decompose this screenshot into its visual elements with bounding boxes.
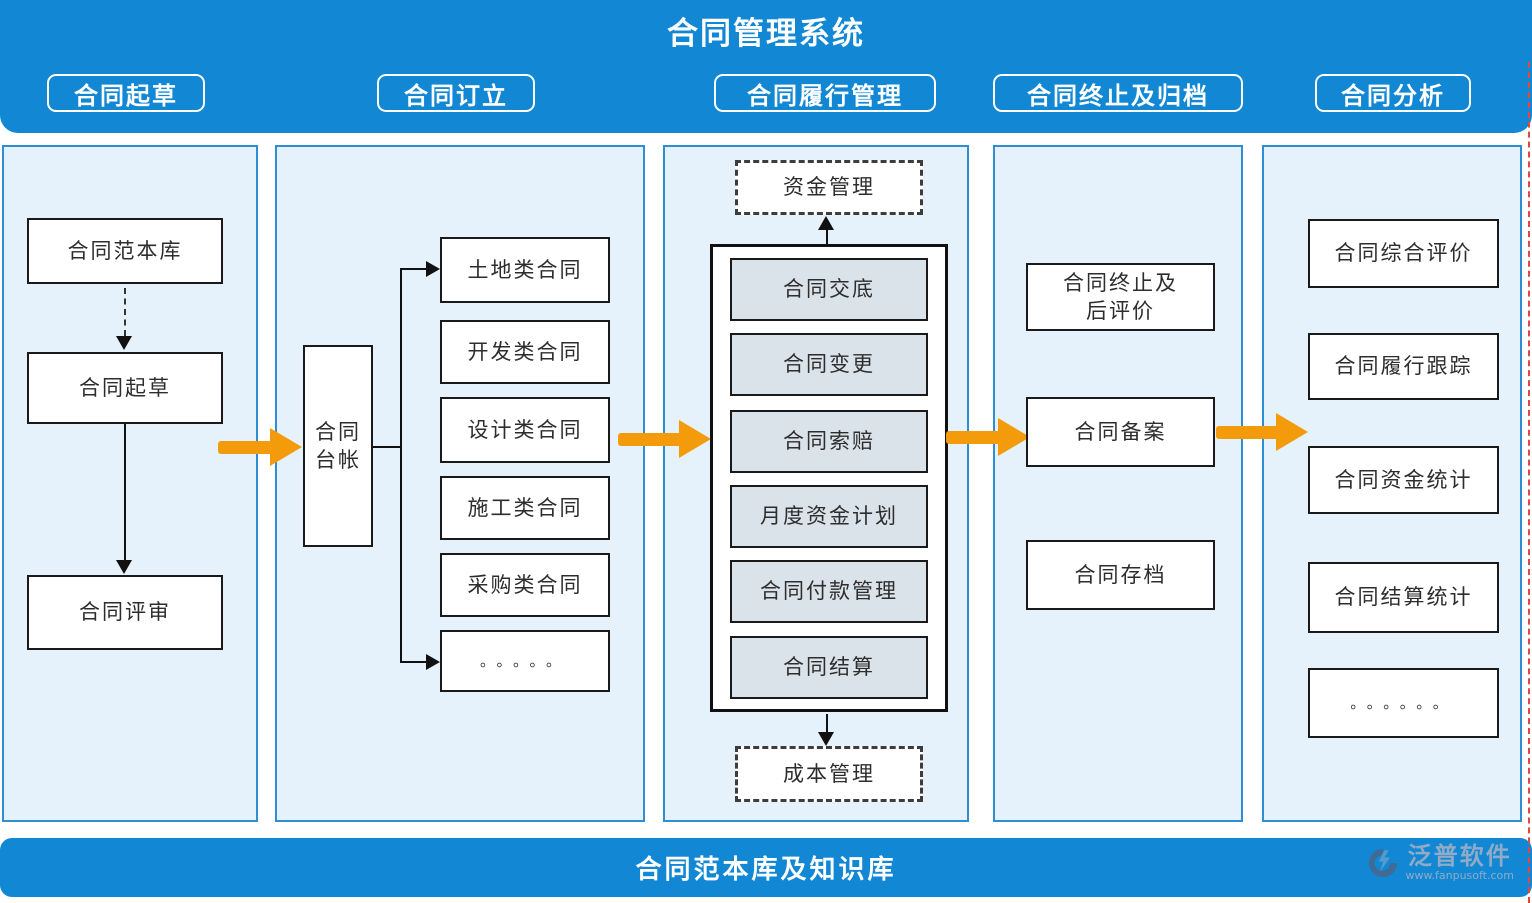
vendor-watermark: 泛普软件 www.fanpusoft.com [1366,844,1514,881]
fanpu-logo-icon [1368,848,1397,877]
phase-tab-termination: 合同终止及归档 [993,74,1243,112]
node-contract-settlement: 合同结算 [730,636,928,699]
bottom-banner: 合同范本库及知识库 泛普软件 www.fanpusoft.com [0,838,1532,897]
ledger-label-line2: 台帐 [315,448,361,472]
arrow-line-to-cost-management [826,714,828,732]
node-analysis-more: 。。。。。。 [1308,668,1499,738]
node-performance-tracking: 合同履行跟踪 [1308,333,1499,400]
node-termination-post-evaluation: 合同终止及 后评价 [1026,263,1215,331]
vendor-url: www.fanpusoft.com [1405,869,1514,882]
flow-arrow-shaft [618,433,682,446]
node-settlement-statistics: 合同结算统计 [1308,562,1499,633]
flow-arrow-drafting-to-signing [218,428,302,466]
flow-arrow-shaft [218,441,274,454]
post-evaluation-line2: 后评价 [1086,299,1155,323]
top-banner: 合同管理系统 合同起草 合同订立 合同履行管理 合同终止及归档 合同分析 [0,0,1532,133]
flow-arrowhead-icon [270,428,302,466]
arrowhead-up-icon [818,216,834,230]
ledger-label-line1: 合同 [315,419,361,444]
phase-tab-analysis: 合同分析 [1315,74,1471,112]
node-monthly-fund-plan: 月度资金计划 [730,485,928,548]
flow-arrow-performance-to-termination [946,418,1030,456]
node-contract-review: 合同评审 [27,575,223,650]
node-contract-type-design: 设计类合同 [440,397,610,463]
connector-to-more-contracts [400,661,426,663]
arrow-line-to-fund-management [826,228,828,244]
flow-arrowhead-icon [998,418,1030,456]
node-contract-type-development: 开发类合同 [440,320,610,384]
knowledge-base-label: 合同范本库及知识库 [635,855,897,885]
node-fund-management: 资金管理 [735,160,923,215]
arrowhead-down-icon [116,560,132,574]
right-edge-crop-marker [1528,62,1530,903]
post-evaluation-line1: 合同终止及 [1063,270,1178,295]
connector-ledger-trunk [400,268,402,662]
phase-tab-drafting: 合同起草 [47,74,205,112]
connector-ledger-out [373,446,400,448]
phase-tab-performance: 合同履行管理 [714,74,936,112]
performance-steps-container [710,244,948,712]
node-contract-type-procurement: 采购类合同 [440,553,610,617]
page-title: 合同管理系统 [667,16,865,52]
node-contract-archive: 合同存档 [1026,540,1215,610]
flow-arrow-termination-to-analysis [1216,413,1308,451]
node-payment-management: 合同付款管理 [730,560,928,623]
flow-arrow-shaft [946,431,1002,444]
arrowhead-down-icon [818,732,834,746]
panel-termination [993,145,1243,822]
vendor-text: 泛普软件 www.fanpusoft.com [1406,844,1514,881]
arrowhead-right-icon [426,654,440,670]
node-template-library: 合同范本库 [27,218,223,284]
node-cost-management: 成本管理 [735,746,923,802]
node-contract-change: 合同变更 [730,333,928,396]
arrow-line-draft-to-review [124,424,126,560]
node-comprehensive-evaluation: 合同综合评价 [1308,219,1499,288]
node-contract-type-more: 。。。。。 [440,630,610,692]
flow-arrowhead-icon [1276,413,1308,451]
vendor-name: 泛普软件 [1407,842,1512,870]
arrowhead-right-icon [426,261,440,277]
node-contract-claim: 合同索赔 [730,410,928,473]
dashed-arrow-line-template-to-draft [124,288,126,336]
node-contract-briefing: 合同交底 [730,258,928,321]
node-contract-ledger: 合同 台帐 [303,345,373,547]
connector-to-land-contract [400,268,426,270]
node-contract-type-construction: 施工类合同 [440,476,610,540]
flow-arrow-shaft [1216,426,1279,439]
node-contract-draft: 合同起草 [27,352,223,424]
arrowhead-down-icon [116,336,132,350]
node-contract-type-land: 土地类合同 [440,237,610,303]
phase-tab-signing: 合同订立 [377,74,535,112]
flow-arrow-signing-to-performance [618,420,711,458]
flow-arrowhead-icon [679,420,711,458]
node-contract-filing: 合同备案 [1026,397,1215,467]
node-fund-statistics: 合同资金统计 [1308,446,1499,514]
